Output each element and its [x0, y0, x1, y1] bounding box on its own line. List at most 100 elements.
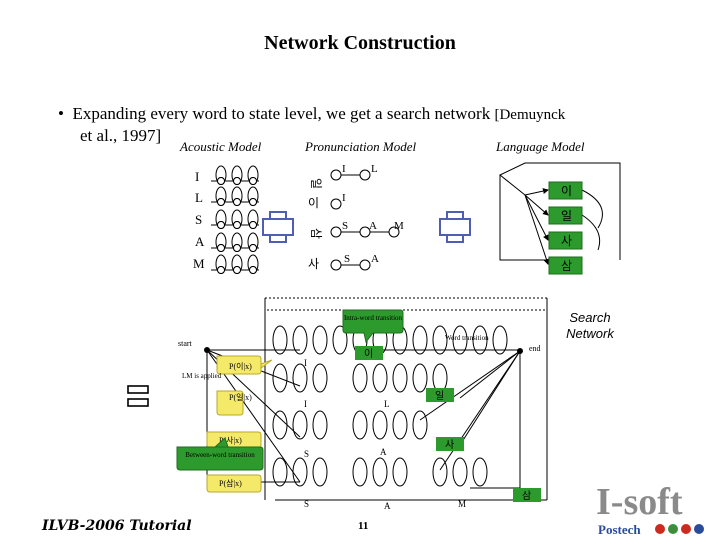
hmm-state: [217, 221, 225, 229]
pron-phone: A: [371, 253, 379, 265]
lm-word-box: 삼: [548, 256, 583, 275]
svg-text:P(이|x): P(이|x): [229, 361, 252, 371]
between-word-callout: Between-word transition: [176, 437, 264, 471]
pron-phone: A: [369, 220, 377, 232]
hmm-state: [249, 177, 257, 185]
network-loop: [352, 363, 368, 393]
svg-text:이: 이: [364, 348, 373, 360]
network-loop: [312, 457, 328, 487]
hmm-state: [233, 221, 241, 229]
pron-phone: I: [342, 192, 346, 204]
network-loop: [352, 410, 368, 440]
phone-label: M: [193, 256, 205, 271]
net-phone-label: S: [304, 499, 309, 509]
word-transition-label: Word transition: [445, 334, 489, 342]
network-loop: [272, 325, 288, 355]
hmm-model: [211, 209, 259, 229]
hmm-model: [211, 165, 259, 185]
phone-label: A: [195, 234, 205, 249]
hmm-model: [211, 186, 259, 206]
hmm-state: [217, 198, 225, 206]
lm-word-box: 일: [548, 206, 583, 225]
hmm-model: [211, 254, 259, 274]
network-loop: [292, 325, 308, 355]
pron-phone: S: [342, 220, 348, 232]
lm-word-box: 이: [548, 181, 583, 200]
network-loop: [392, 410, 408, 440]
network-loop: [272, 457, 288, 487]
acoustic-row-A: A: [195, 232, 259, 252]
pron-word: 삼: [309, 228, 323, 239]
pron-word: 사: [308, 257, 319, 271]
pronunciation-model-label: Pronunciation Model: [305, 139, 417, 154]
logo-subtext: Postech: [598, 522, 641, 537]
pron-word: 일: [309, 178, 323, 189]
phone-label: S: [195, 212, 202, 227]
bullet-text: • Expanding every word to state level, w…: [58, 104, 566, 123]
page-number: 11: [358, 520, 369, 532]
hmm-state: [233, 177, 241, 185]
hmm-state: [217, 266, 225, 274]
svg-text:사: 사: [561, 234, 572, 248]
hmm-model: [211, 232, 259, 252]
network-loop: [312, 325, 328, 355]
prob-callout: P(삼|x): [206, 474, 262, 493]
network-loop: [432, 325, 448, 355]
svg-text:P(사|x): P(사|x): [219, 436, 242, 445]
pron-phone: M: [394, 220, 404, 232]
svg-text:Between-word transition: Between-word transition: [185, 451, 255, 459]
phone-label: L: [195, 190, 203, 205]
isoft-logo: I-soft Postech: [592, 476, 710, 538]
net-word-box: 삼: [513, 488, 541, 502]
prob-callout: P(사|x): [206, 431, 262, 449]
search-network-label: Search Network: [566, 310, 614, 341]
network-loop: [312, 410, 328, 440]
net-word-box: 이: [355, 346, 383, 360]
net-word-box: 사: [436, 437, 464, 451]
svg-text:Intra-word transition: Intra-word transition: [344, 314, 403, 322]
hmm-state: [249, 198, 257, 206]
net-phone-label: S: [304, 449, 309, 459]
acoustic-row-M: M: [193, 254, 259, 274]
hmm-state: [217, 244, 225, 252]
lm-word-box: 사: [548, 231, 583, 250]
pronunciation-model: 일 I L 이 I 삼 S A M 사 S A: [308, 163, 404, 271]
network-loop: [292, 410, 308, 440]
svg-text:사: 사: [445, 439, 454, 451]
prob-callout: P(일|x): [216, 390, 252, 416]
svg-text:일: 일: [435, 390, 444, 402]
network-loop: [352, 457, 368, 487]
svg-text:P(일|x): P(일|x): [229, 393, 252, 402]
acoustic-model-label: Acoustic Model: [180, 139, 262, 154]
network-loop: [272, 410, 288, 440]
prob-callout: P(이|x): [216, 355, 273, 375]
network-loop: [332, 325, 348, 355]
network-loop: [292, 363, 308, 393]
svg-text:일: 일: [561, 209, 572, 223]
acoustic-model: I L S A M: [193, 165, 259, 274]
intra-word-callout: Intra-word transition: [342, 309, 404, 344]
svg-text:삼: 삼: [522, 490, 531, 502]
network-loop: [412, 363, 428, 393]
network-loop: [412, 410, 428, 440]
acoustic-row-I: I: [195, 165, 259, 185]
network-loop: [392, 457, 408, 487]
pron-phone: I: [342, 163, 346, 175]
page-title: Network Construction: [264, 32, 456, 54]
hmm-state: [233, 198, 241, 206]
svg-text:P(삼|x): P(삼|x): [219, 478, 242, 488]
svg-text:이: 이: [561, 184, 572, 198]
plus-icon: [439, 211, 471, 243]
phone-label: I: [195, 169, 199, 184]
network-loop: [472, 457, 488, 487]
bullet-continuation: et al., 1997]: [80, 126, 161, 146]
network-loop: [372, 457, 388, 487]
hmm-state: [249, 221, 257, 229]
net-phone-label: L: [384, 399, 390, 409]
pron-phone: L: [371, 163, 378, 175]
network-loop: [452, 457, 468, 487]
end-label: end: [529, 344, 541, 353]
acoustic-row-S: S: [195, 209, 259, 229]
network-loop: [272, 363, 288, 393]
